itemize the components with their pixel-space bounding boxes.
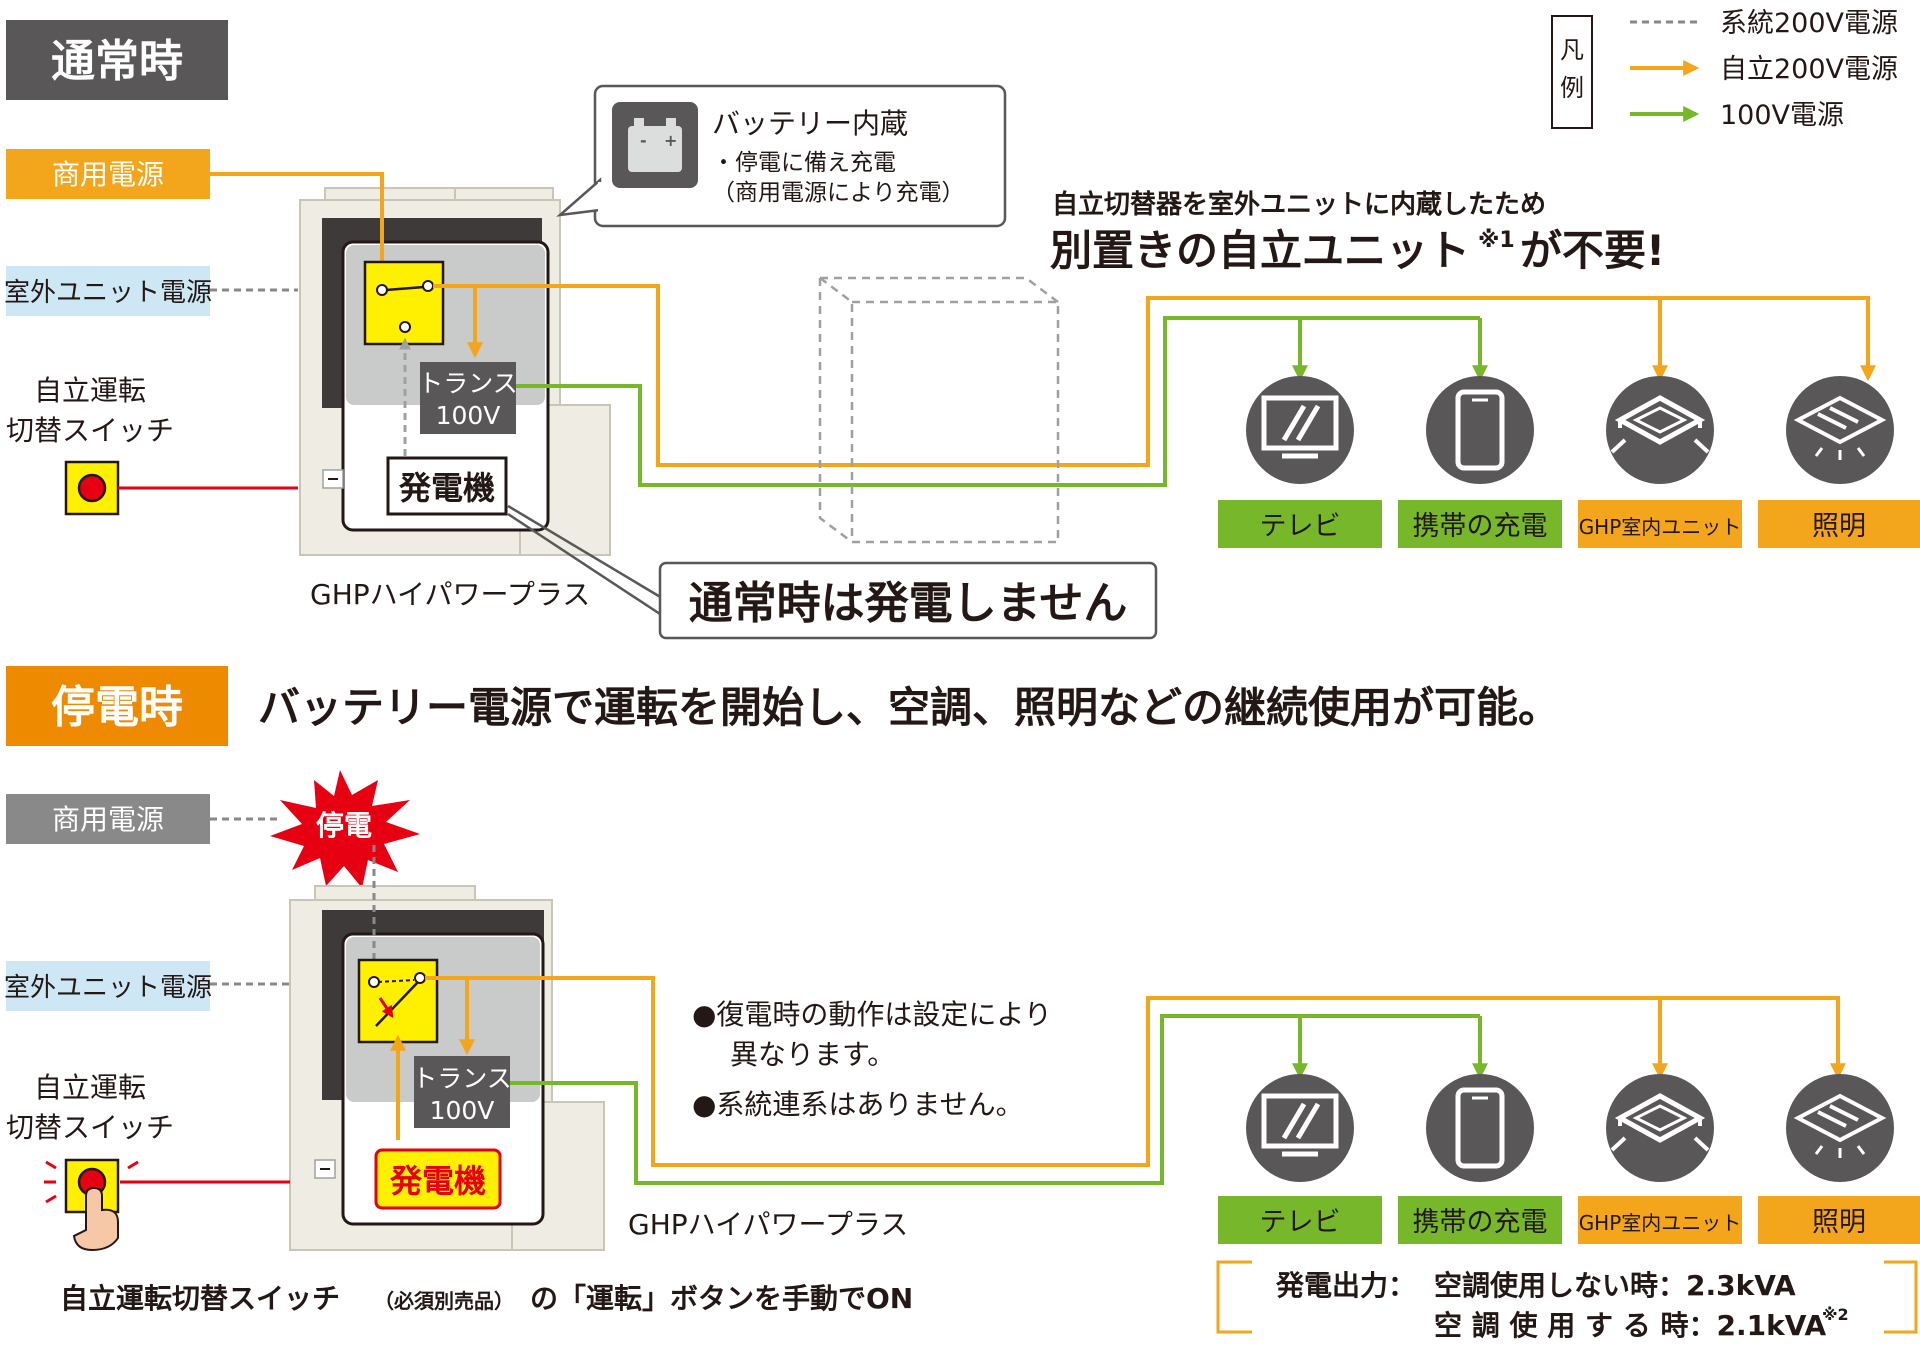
outage-label-tv-bg (1218, 1196, 1382, 1244)
output-bracket-left (1216, 1260, 1252, 1334)
pressing-hand-icon (72, 1186, 119, 1252)
outage-transformer-line2: 100V (430, 1096, 495, 1125)
normal-label-indoor: GHP室内ユニット (1579, 515, 1742, 539)
outage-outdoor-power: 室外ユニット電源 (4, 973, 212, 1003)
legend-title-1: 凡 (1560, 36, 1584, 64)
outage-label-indoor: GHP室内ユニット (1579, 1211, 1742, 1235)
normal-generator (386, 456, 508, 516)
normal-label-tv-bg (1218, 500, 1382, 548)
outage-auto-switch (357, 958, 439, 1044)
legend-item-grid: 系統200V電源 (1720, 8, 1898, 39)
normal-callout (658, 561, 1158, 640)
outage-device-tv (1246, 1074, 1354, 1182)
outage-commercial-power-badge (6, 794, 210, 844)
outage-label-phone: 携帯の充電 (1413, 1207, 1548, 1238)
outage-label-light: 照明 (1812, 1207, 1866, 1238)
outage-unit-name: GHPハイパワープラス (628, 1208, 908, 1241)
switch-instruction-small: （必須別売品） (374, 1289, 514, 1313)
outage-switch-label-1: 自立運転 (34, 1071, 146, 1104)
outage-outdoor-power-badge (6, 961, 210, 1011)
normal-outdoor-power: 室外ユニット電源 (4, 278, 212, 308)
normal-switch-button (64, 460, 120, 516)
outage-label-phone-bg (1398, 1196, 1562, 1244)
outage-section: 停電時 バッテリー電源で運転を開始し、空調、照明などの継続使用が可能。 商用電源… (4, 666, 1920, 1342)
normal-transformer-line2: 100V (436, 401, 501, 430)
normal-device-phone (1426, 376, 1534, 484)
outage-generator-label: 発電機 (389, 1162, 486, 1200)
headline-part-b: が不要! (1520, 226, 1665, 275)
normal-label-indoor-bg (1578, 500, 1742, 548)
normal-section: 通常時 - + バッテリー内蔵 ・停電に備え充電 (4, 20, 1920, 640)
outage-device-indoor-unit (1606, 1074, 1714, 1182)
output-row-2: 空 調 使 用 す る 時：2.1kVA (1434, 1309, 1826, 1342)
outage-label-light-bg (1758, 1196, 1920, 1244)
normal-section-label-bg (6, 20, 228, 100)
outage-section-label-bg (6, 666, 228, 746)
output-label: 発電出力： (1275, 1269, 1416, 1302)
legend-title-2: 例 (1560, 74, 1584, 102)
svg-text:+: + (664, 131, 677, 150)
outage-section-label: 停電時 (51, 682, 183, 733)
normal-label-tv: テレビ (1260, 511, 1341, 542)
headline-part-a: 別置きの自立ユニット (1050, 226, 1470, 275)
normal-device-tv (1246, 376, 1354, 484)
normal-callout-text: 通常時は発電しません (689, 578, 1128, 629)
outage-device-light (1786, 1074, 1894, 1182)
battery-note-2: （商用電源により充電） (712, 180, 965, 206)
normal-device-light (1786, 376, 1894, 484)
outage-device-phone (1426, 1074, 1534, 1182)
normal-section-label: 通常時 (51, 36, 183, 87)
normal-transformer (420, 362, 516, 434)
battery-note-1: ・停電に備え充電 (712, 150, 896, 176)
normal-switch-label-1: 自立運転 (34, 374, 146, 407)
outage-switch-label-2: 切替スイッチ (6, 1111, 174, 1144)
outage-commercial-power: 商用電源 (52, 803, 164, 836)
svg-text:-: - (640, 131, 647, 150)
outage-transformer-line1: トランス (412, 1064, 512, 1093)
normal-commercial-power-badge (6, 149, 210, 199)
outage-switch-flash (44, 1160, 140, 1204)
builtin-note: 自立切替器を室外ユニットに内蔵したため (1052, 189, 1546, 220)
switch-instruction-a: 自立運転切替スイッチ (60, 1282, 340, 1315)
normal-switch-label-2: 切替スイッチ (6, 414, 174, 447)
outage-label-indoor-bg (1578, 1196, 1742, 1244)
normal-label-light-bg (1758, 500, 1920, 548)
normal-unit-name: GHPハイパワープラス (310, 578, 590, 611)
legend-item-100v: 100V電源 (1720, 100, 1844, 131)
outage-label-tv: テレビ (1260, 1207, 1341, 1238)
battery-title: バッテリー内蔵 (712, 107, 908, 140)
output-row-2-sup: ※2 (1822, 1305, 1849, 1324)
normal-generator-label: 発電機 (398, 469, 495, 507)
outage-note-1: ●復電時の動作は設定により (692, 998, 1052, 1031)
normal-label-phone: 携帯の充電 (1413, 511, 1548, 542)
headline-sup: ※1 (1478, 228, 1515, 253)
legend-item-independent: 自立200V電源 (1720, 54, 1898, 85)
normal-commercial-power: 商用電源 (52, 158, 164, 191)
removed-unit-outline (818, 276, 1060, 544)
outage-headline: バッテリー電源で運転を開始し、空調、照明などの継続使用が可能。 (258, 683, 1560, 732)
output-row-1: 空調使用しない時：2.3kVA (1434, 1269, 1796, 1302)
outage-burst (270, 770, 420, 888)
normal-label-phone-bg (1398, 500, 1562, 548)
outage-note-2: ●系統連系はありません。 (692, 1088, 1024, 1121)
outage-burst-text: 停電 (316, 809, 372, 842)
normal-transformer-line1: トランス (418, 369, 518, 398)
legend: 凡 例 系統200V電源 自立200V電源 100V電源 (1551, 8, 1898, 131)
normal-label-light: 照明 (1812, 511, 1866, 542)
outage-note-1b: 異なります。 (730, 1038, 895, 1071)
output-bracket-right (1884, 1260, 1918, 1334)
battery-balloon: - + バッテリー内蔵 ・停電に備え充電 （商用電源により充電） (556, 84, 1007, 228)
outage-generator (374, 1148, 502, 1210)
switch-instruction-b: の「運転」ボタンを手動でON (530, 1282, 913, 1315)
outage-transformer (414, 1056, 510, 1128)
normal-outdoor-power-badge (6, 266, 210, 316)
normal-device-indoor-unit (1606, 376, 1714, 484)
